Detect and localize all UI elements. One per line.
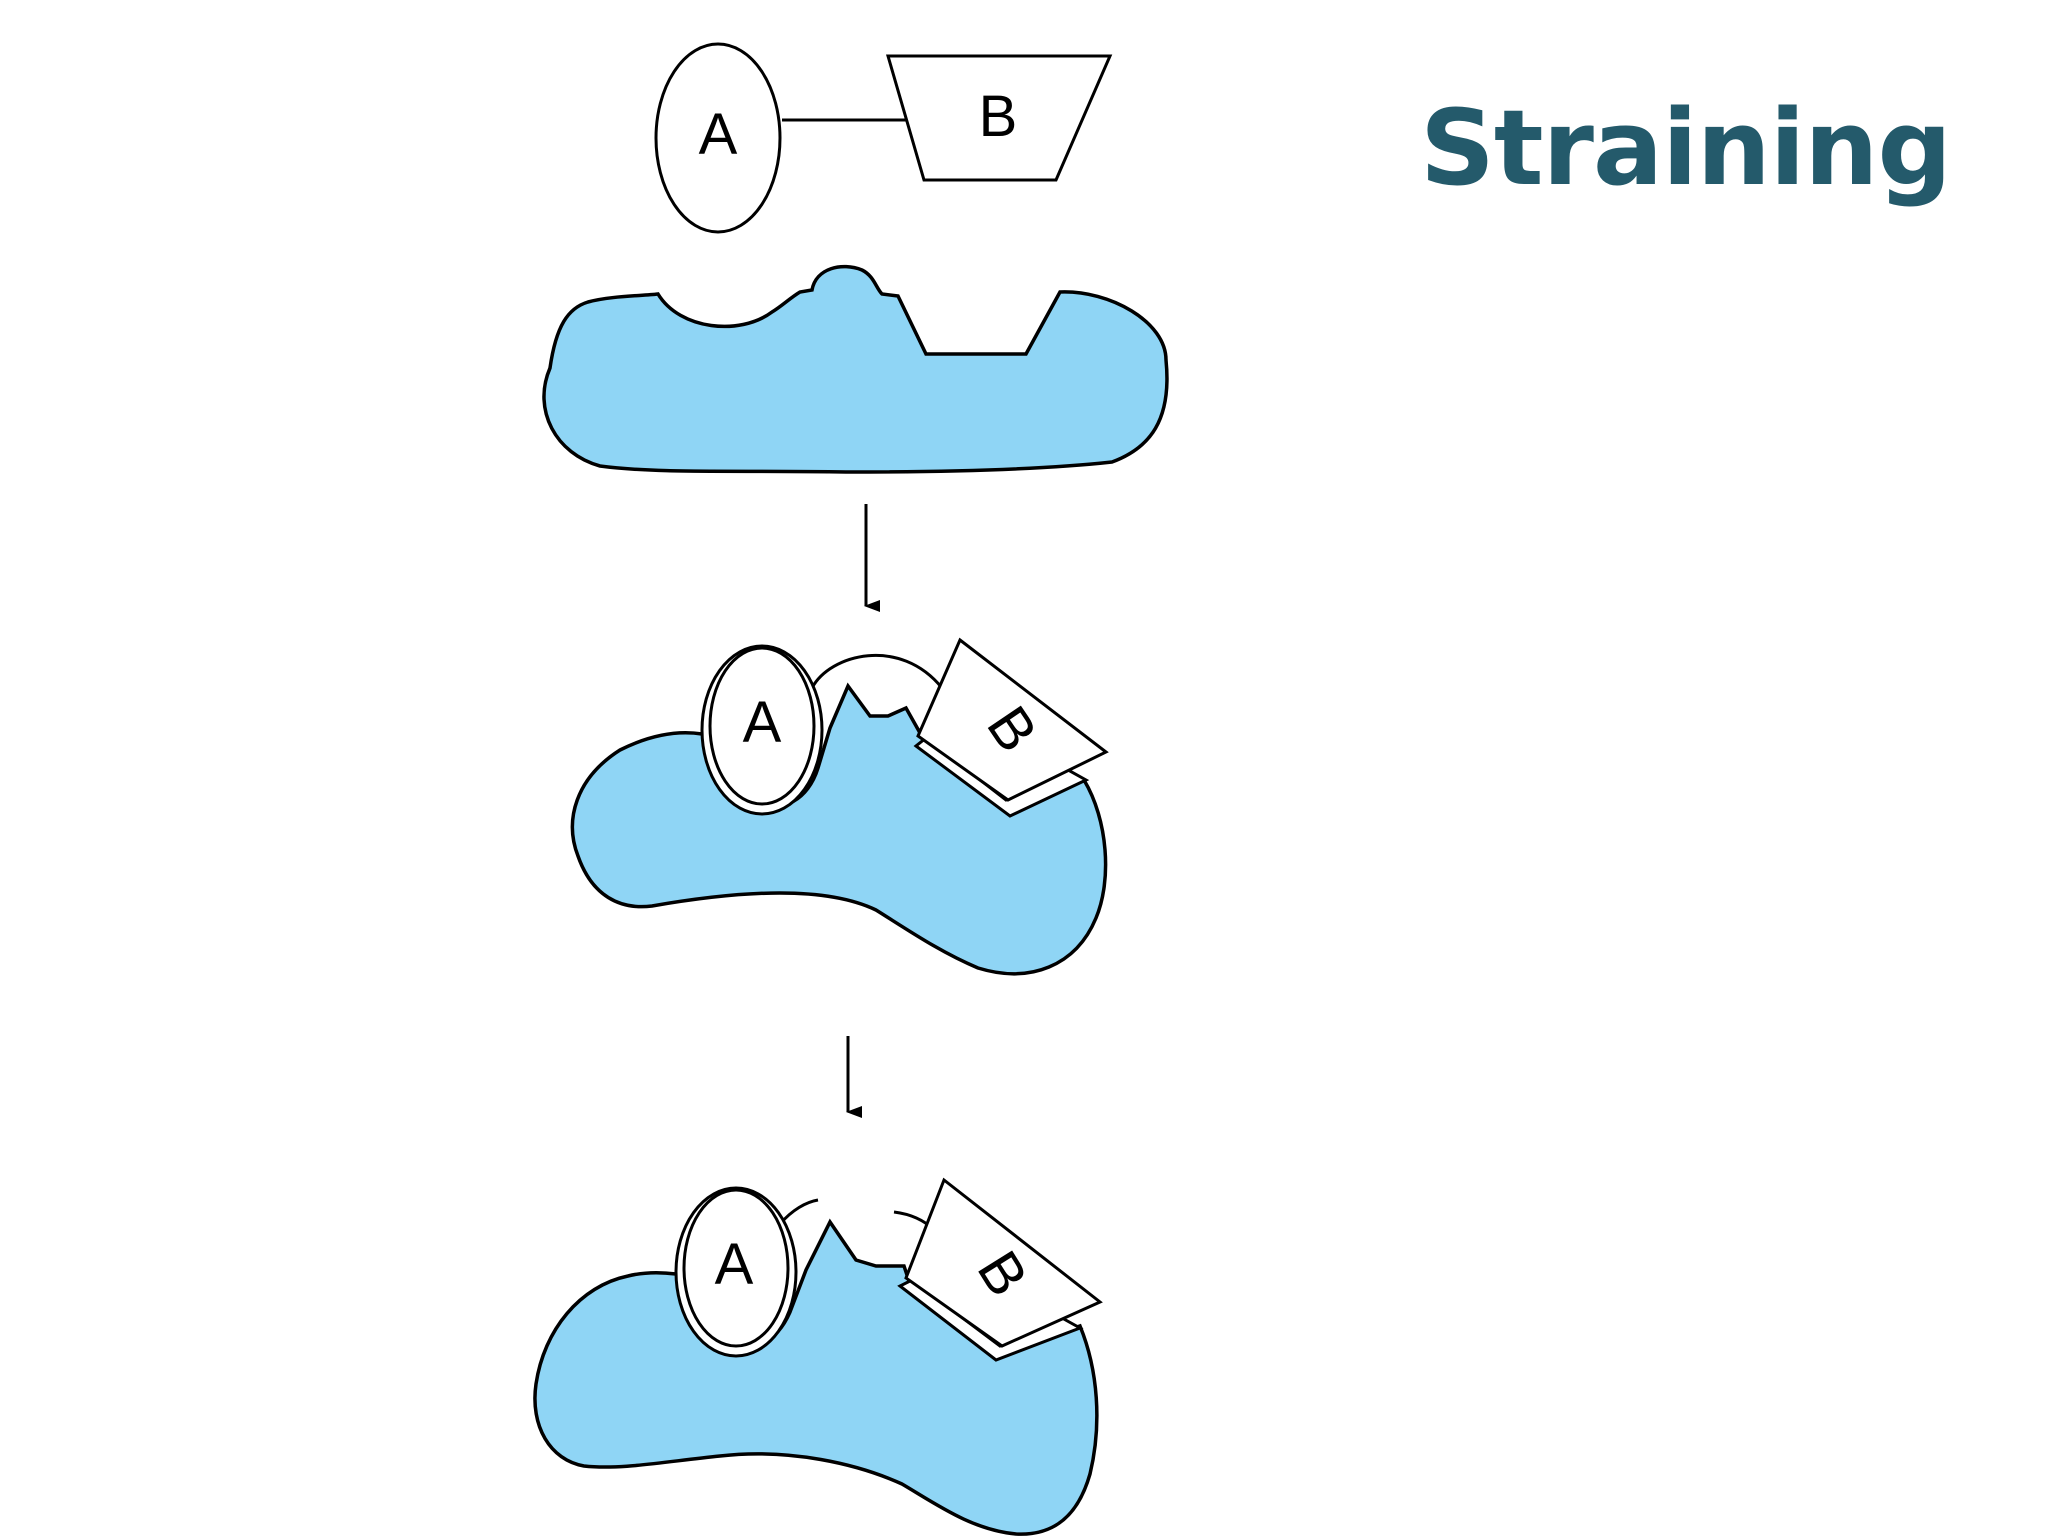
label-a: A — [715, 1232, 754, 1297]
stage-2: A B — [570, 637, 1109, 976]
label-a: A — [699, 102, 738, 167]
substrate-part-b-bound — [916, 637, 1109, 802]
stage-1: A B — [542, 42, 1169, 474]
enzyme-free — [542, 264, 1169, 474]
substrate-part-b — [886, 54, 1113, 182]
broken-bond-left — [778, 1198, 819, 1225]
stage-3: A B — [533, 1177, 1103, 1536]
substrate-unbound: A B — [654, 42, 1113, 234]
product-a — [682, 1188, 790, 1348]
label-b: B — [979, 84, 1018, 149]
substrate-part-a-bound — [708, 646, 816, 806]
substrate-part-a — [654, 42, 782, 234]
slide-title: Straining — [1420, 87, 1952, 209]
label-a: A — [743, 690, 782, 755]
strained-bond — [810, 653, 944, 689]
product-b — [904, 1177, 1103, 1348]
